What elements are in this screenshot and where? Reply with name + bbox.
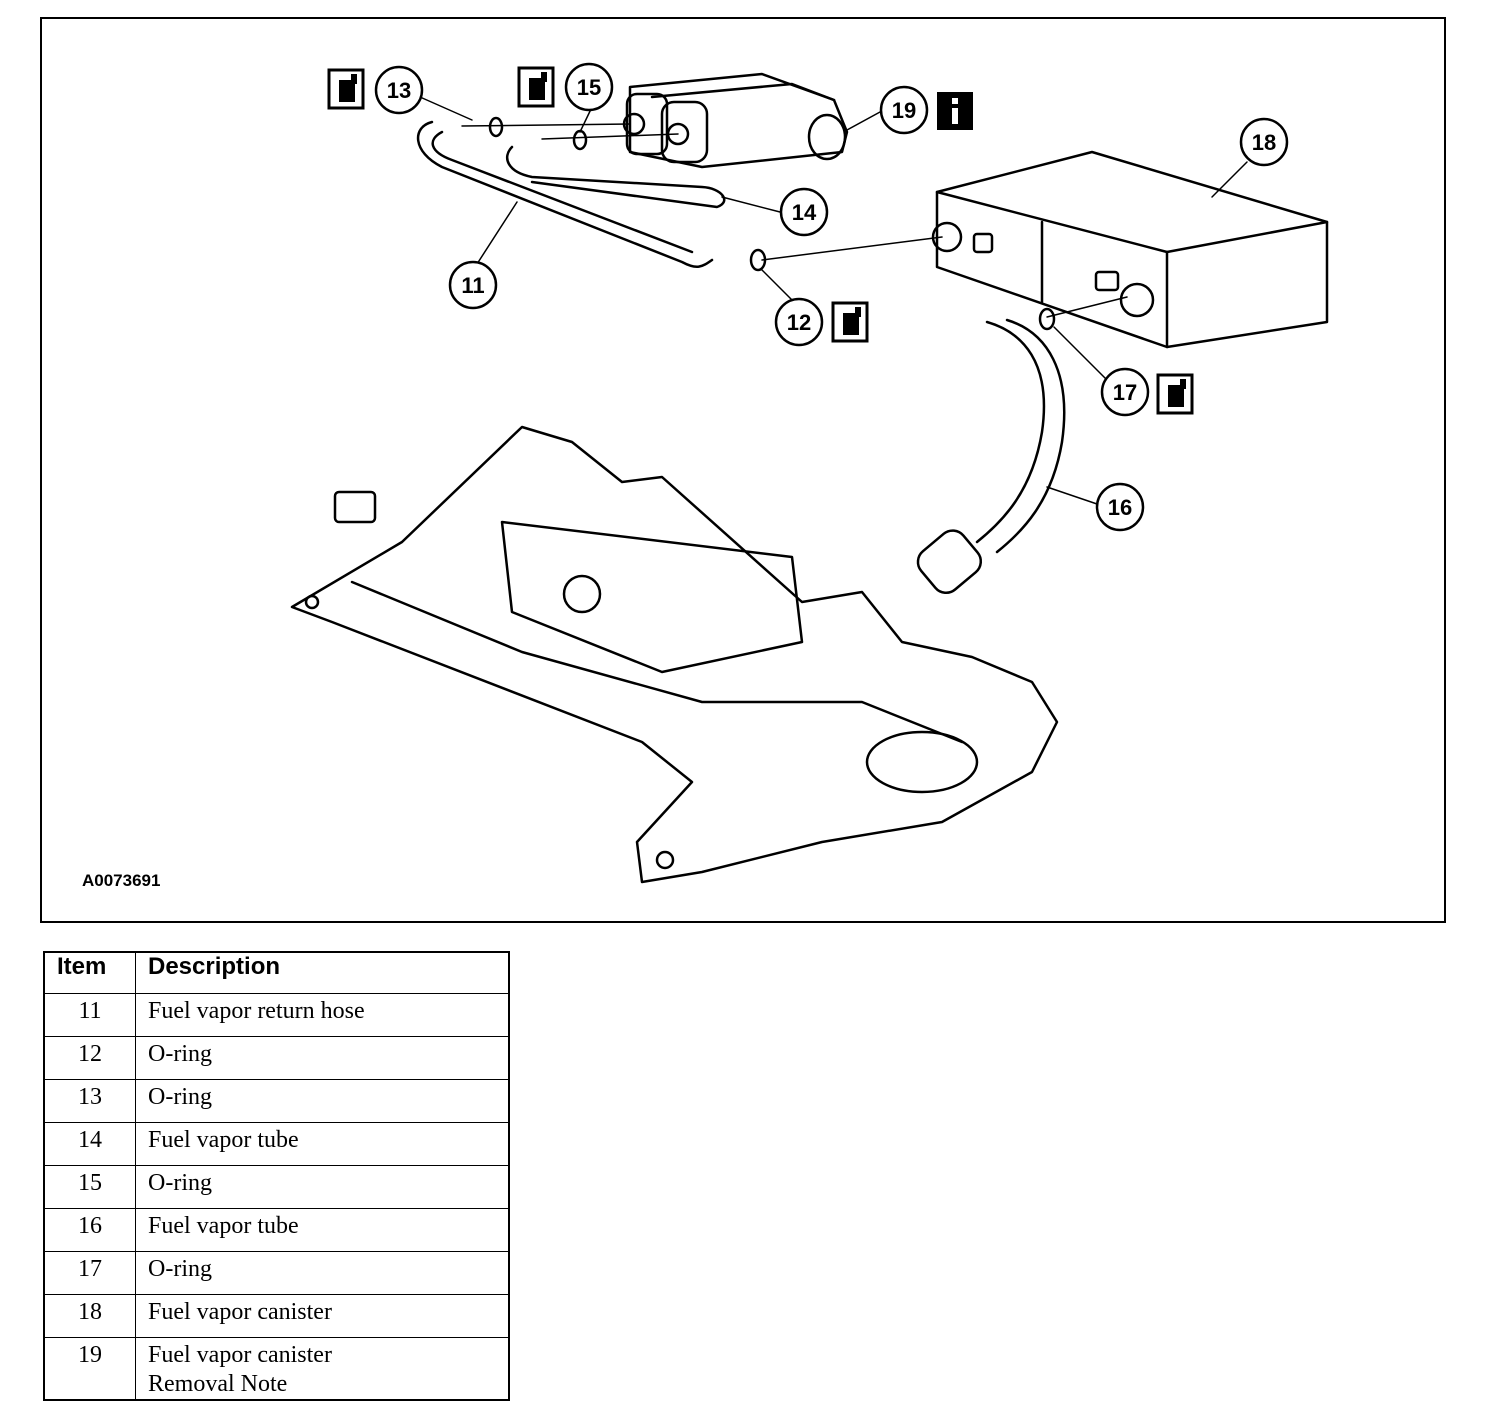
svg-text:13: 13 [387, 78, 411, 103]
item-description: O-ring [135, 1251, 510, 1295]
callout-14: 14 [779, 187, 829, 237]
svg-text:15: 15 [577, 75, 601, 100]
item-number: 17 [43, 1251, 136, 1295]
item-number: 14 [43, 1122, 136, 1166]
item-description: O-ring [135, 1165, 510, 1209]
item-number: 19 [43, 1337, 136, 1401]
tube-16-drawing [975, 320, 1046, 544]
large-canister-drawing [931, 150, 1329, 349]
callout-18: 18 [1239, 117, 1289, 167]
item-number: 15 [43, 1165, 136, 1209]
item-description: Fuel vapor canister [135, 1294, 510, 1338]
small-canister-drawing [622, 72, 849, 169]
item-number: 11 [43, 993, 136, 1037]
item-number: 12 [43, 1036, 136, 1080]
svg-text:17: 17 [1113, 380, 1137, 405]
description-column-header: Description [135, 951, 510, 994]
item-column-header: Item [43, 951, 136, 994]
item-description: O-ring [135, 1079, 510, 1123]
item-description: Fuel vapor tube [135, 1208, 510, 1252]
description-line-2: Removal Note [148, 1371, 288, 1397]
svg-text:11: 11 [461, 273, 484, 298]
callout-17: 17 [1100, 367, 1150, 417]
new-part-icon [327, 68, 365, 110]
callout-11: 11 [448, 260, 498, 310]
tube-14-drawing [506, 145, 726, 209]
callout-12: 12 [774, 297, 824, 347]
svg-text:18: 18 [1252, 130, 1276, 155]
callout-16: 16 [1095, 482, 1145, 532]
svg-text:16: 16 [1108, 495, 1132, 520]
exploded-view-figure: 13 15 19 18 14 11 12 17 [40, 17, 1446, 923]
callout-19: 19 [879, 85, 929, 135]
item-number: 16 [43, 1208, 136, 1252]
table-header-row: Item Description [43, 951, 510, 994]
svg-text:14: 14 [792, 200, 817, 225]
item-number: 18 [43, 1294, 136, 1338]
item-number: 13 [43, 1079, 136, 1123]
item-description: O-ring [135, 1036, 510, 1080]
new-part-icon [831, 301, 869, 343]
description-line-1: Fuel vapor canister [148, 1342, 332, 1368]
hose-11-drawing [416, 120, 714, 268]
new-part-icon [517, 66, 555, 108]
diagram-drawing: 13 15 19 18 14 11 12 17 [290, 62, 1329, 884]
info-icon [937, 92, 973, 130]
callout-13: 13 [374, 65, 424, 115]
svg-text:12: 12 [787, 310, 811, 335]
tray-drawing [290, 425, 1059, 884]
item-description: Fuel vapor tube [135, 1122, 510, 1166]
callout-15: 15 [564, 62, 614, 112]
item-description: Fuel vapor return hose [135, 993, 510, 1037]
new-part-icon [1156, 373, 1194, 415]
figure-code: A0073691 [82, 871, 161, 890]
svg-text:19: 19 [892, 98, 916, 123]
